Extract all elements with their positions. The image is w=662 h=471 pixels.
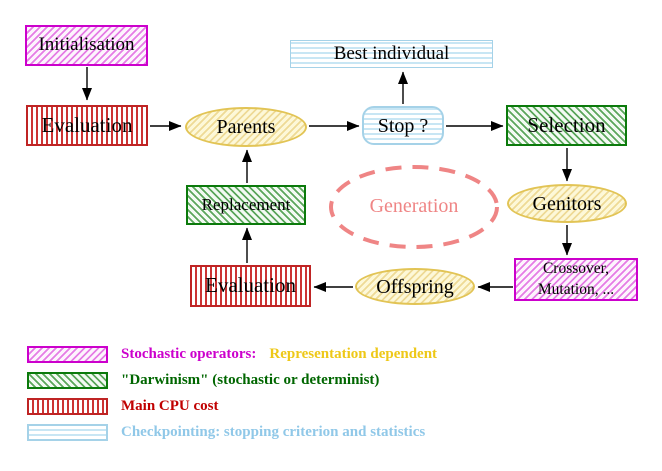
- legend-text-representation-dependent: Representation dependent: [269, 346, 438, 362]
- node-replacement: Replacement: [186, 185, 306, 225]
- legend-text-main-cpu-cost: Main CPU cost: [121, 398, 219, 415]
- legend-text-darwinism-span: "Darwinism" (stochastic or determinist): [121, 372, 380, 388]
- node-offspring-label: Offspring: [376, 275, 454, 298]
- node-best-individual: Best individual: [290, 40, 493, 68]
- node-crossover-mutation-label: Crossover, Mutation, ...: [538, 259, 614, 299]
- node-parents: Parents: [185, 107, 307, 147]
- generation-label: Generation: [369, 195, 459, 217]
- legend-text-stochastic-operators-part1: Stochastic operators:: [121, 346, 257, 362]
- node-parents-label: Parents: [216, 116, 276, 138]
- node-best-individual-label: Best individual: [333, 42, 450, 64]
- legend-text-checkpointing-span: Checkpointing: stopping criterion and st…: [121, 424, 426, 440]
- node-selection: Selection: [506, 105, 627, 146]
- crossover-line2: Mutation, ...: [537, 280, 615, 298]
- legend-swatch-darwinism: [27, 372, 108, 389]
- node-selection-label: Selection: [527, 112, 606, 137]
- node-stop: Stop ?: [362, 106, 444, 145]
- node-evaluation-bottom-label: Evaluation: [205, 273, 296, 298]
- legend-swatch-checkpointing: [27, 424, 108, 441]
- node-evaluation-top: Evaluation: [26, 105, 148, 146]
- legend-swatch-main-cpu-cost: [27, 398, 108, 415]
- legend-swatch-stochastic-operators: [27, 346, 108, 363]
- node-initialisation-label: Initialisation: [38, 34, 135, 56]
- legend-text-darwinism: "Darwinism" (stochastic or determinist): [121, 372, 379, 389]
- legend-text-stochastic-operators: Stochastic operators: Representation depe…: [121, 346, 437, 363]
- node-initialisation: Initialisation: [25, 25, 148, 66]
- node-stop-label: Stop ?: [377, 114, 429, 137]
- node-evaluation-top-label: Evaluation: [41, 112, 133, 137]
- legend-text-main-cpu-cost-span: Main CPU cost: [121, 398, 219, 414]
- node-crossover-mutation: Crossover, Mutation, ...: [514, 258, 638, 301]
- legend-text-checkpointing: Checkpointing: stopping criterion and st…: [121, 424, 425, 441]
- node-offspring: Offspring: [355, 268, 475, 305]
- crossover-line1: Crossover,: [542, 260, 610, 278]
- node-genitors: Genitors: [507, 184, 627, 223]
- node-evaluation-bottom: Evaluation: [190, 265, 311, 307]
- node-genitors-label: Genitors: [532, 192, 602, 215]
- node-replacement-label: Replacement: [201, 194, 291, 214]
